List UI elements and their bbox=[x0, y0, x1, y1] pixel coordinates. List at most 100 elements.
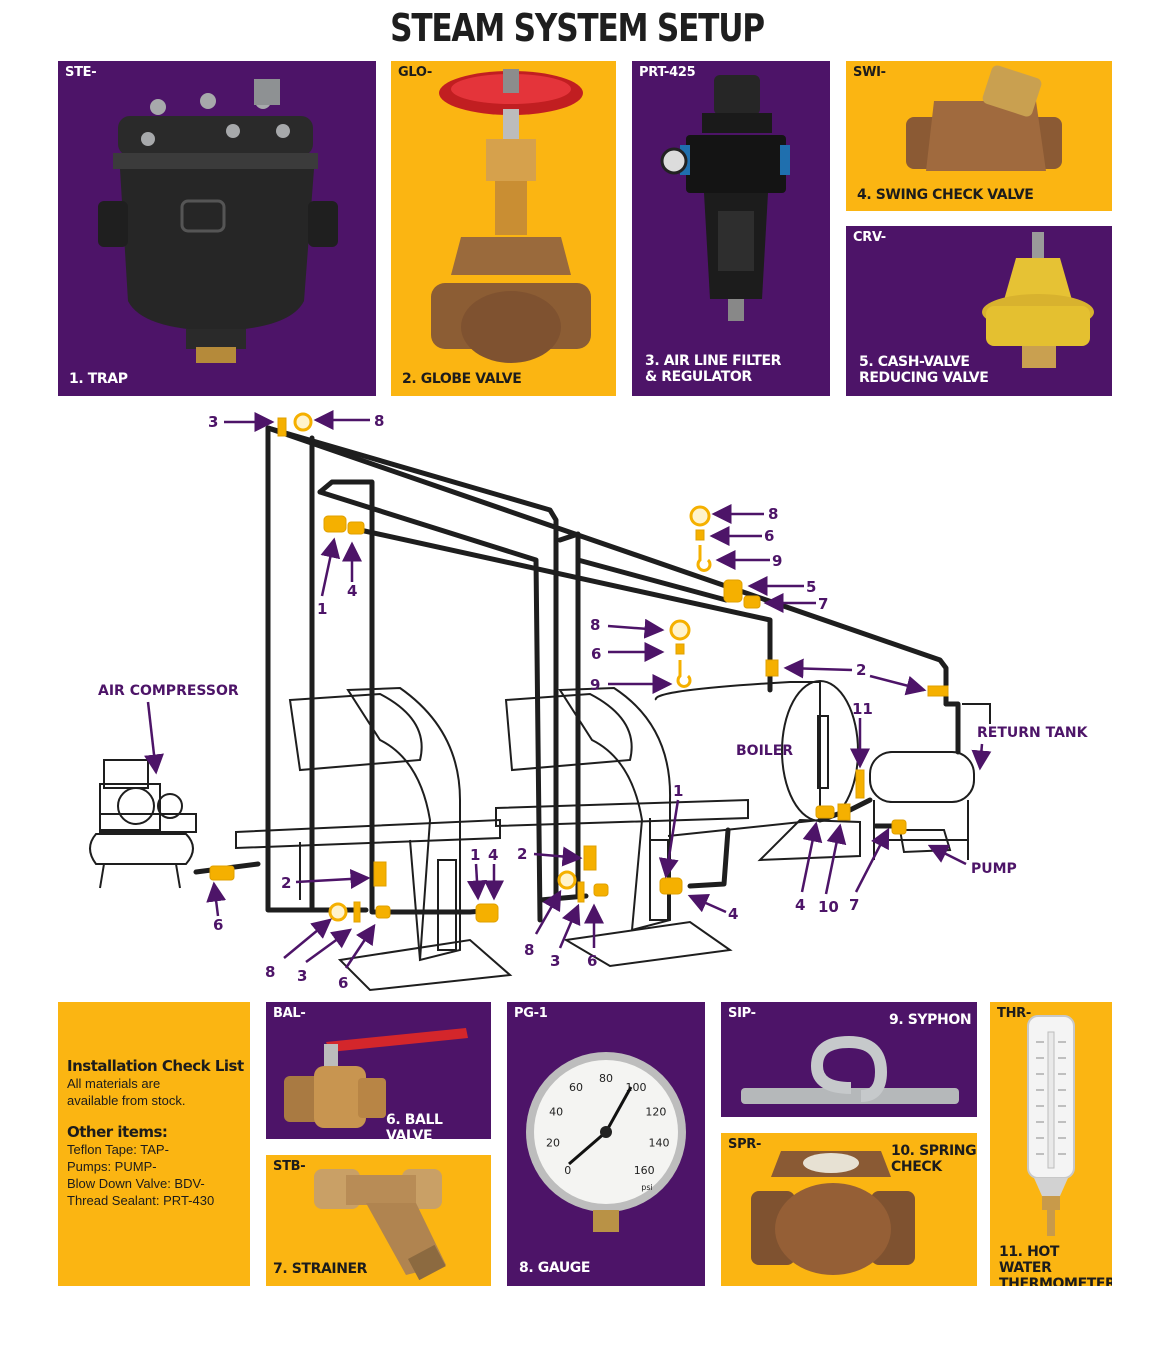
gauge-unit: psi bbox=[641, 1183, 652, 1192]
fittings bbox=[209, 412, 949, 923]
callout: 3 bbox=[297, 967, 307, 985]
swing-check-valve-icon bbox=[906, 65, 1062, 171]
label-line: & REGULATOR bbox=[645, 369, 752, 385]
product-code: SIP- bbox=[728, 1006, 756, 1021]
product-label: 11. HOT WATER THERMOMETER bbox=[999, 1244, 1112, 1286]
label-line: REDUCING VALVE bbox=[859, 370, 989, 386]
label-line: 5. CASH-VALVE bbox=[859, 354, 970, 370]
callout: 9 bbox=[772, 552, 782, 570]
callout-numbers: 3 8 1 4 8 6 9 5 7 8 6 9 2 2 11 6 2 1 4 2… bbox=[208, 412, 873, 992]
product-code: PRT-425 bbox=[639, 65, 696, 80]
product-label: 7. STRAINER bbox=[273, 1261, 368, 1277]
callout: 5 bbox=[806, 578, 816, 596]
other-item: Thread Sealant: PRT-430 bbox=[67, 1193, 215, 1208]
callout: 8 bbox=[374, 412, 384, 430]
label-line: 3. AIR LINE FILTER bbox=[645, 353, 781, 369]
callout: 2 bbox=[281, 874, 291, 892]
product-label: 8. GAUGE bbox=[519, 1260, 591, 1276]
callout: 1 bbox=[317, 600, 327, 618]
product-label: 5. CASH-VALVE REDUCING VALVE bbox=[859, 354, 989, 386]
air-filter-regulator-icon bbox=[660, 75, 790, 321]
product-code: SWI- bbox=[853, 65, 886, 80]
spring-check-valve-icon bbox=[751, 1151, 915, 1275]
panel-ball-valve: BAL- 6. BALL VALVE bbox=[266, 1002, 491, 1139]
callout: 3 bbox=[550, 952, 560, 970]
callout: 1 bbox=[470, 846, 480, 864]
gauge-dial-number: 120 bbox=[645, 1105, 666, 1118]
gauge-dial-number: 100 bbox=[626, 1081, 647, 1094]
product-label: 4. SWING CHECK VALVE bbox=[857, 187, 1034, 203]
steam-trap-icon bbox=[98, 79, 338, 363]
panel-trap: STE- 1. TRAP bbox=[58, 61, 376, 396]
callout: 1 bbox=[673, 782, 683, 800]
panel-reducing-valve: CRV- 5. CASH-VALVE REDUCING VALVE bbox=[846, 226, 1112, 396]
other-item: Blow Down Valve: BDV- bbox=[67, 1176, 205, 1191]
panel-thermometer: THR- 11. HOT WATER THERMOMETER bbox=[990, 1002, 1112, 1286]
callout: 7 bbox=[818, 595, 828, 613]
thermometer-icon bbox=[1027, 1015, 1075, 1236]
label-boiler: BOILER bbox=[736, 743, 793, 759]
label-return-tank: RETURN TANK bbox=[977, 725, 1089, 741]
gauge-dial-number: 40 bbox=[549, 1105, 563, 1118]
callout: 4 bbox=[488, 846, 498, 864]
label-line: 11. HOT WATER bbox=[999, 1244, 1060, 1276]
panel-syphon: SIP- 9. SYPHON bbox=[721, 1002, 977, 1117]
globe-valve-icon bbox=[431, 69, 591, 363]
product-code: THR- bbox=[997, 1006, 1031, 1021]
pipe-network bbox=[193, 425, 961, 923]
label-line: 10. SPRING bbox=[891, 1143, 977, 1159]
product-code: GLO- bbox=[398, 65, 432, 80]
gauge-dial-number: 0 bbox=[564, 1164, 571, 1177]
product-code: SPR- bbox=[728, 1137, 762, 1152]
checklist-panel: Installation Check List All materials ar… bbox=[58, 1002, 250, 1286]
other-items-heading: Other items: bbox=[67, 1123, 168, 1141]
checklist-text: available from stock. bbox=[67, 1093, 186, 1108]
callout: 11 bbox=[852, 700, 873, 718]
label-air-compressor: AIR COMPRESSOR bbox=[98, 683, 239, 699]
callout: 2 bbox=[856, 661, 866, 679]
callout-arrows bbox=[144, 410, 992, 969]
callout: 6 bbox=[213, 916, 223, 934]
panel-air-filter: PRT-425 3. AIR LINE FILTER & REGULATOR bbox=[632, 61, 830, 396]
product-code: STE- bbox=[65, 65, 97, 80]
checklist-heading: Installation Check List bbox=[67, 1057, 244, 1075]
label-line: THERMOMETER bbox=[999, 1276, 1112, 1286]
gauge-dial-number: 140 bbox=[649, 1137, 670, 1150]
callout: 8 bbox=[265, 963, 275, 981]
reducing-valve-icon bbox=[982, 232, 1094, 368]
checklist-text: All materials are bbox=[67, 1076, 161, 1091]
strainer-icon bbox=[314, 1169, 446, 1281]
product-label: 6. BALL VALVE bbox=[386, 1112, 443, 1139]
product-label: 1. TRAP bbox=[69, 371, 128, 387]
syphon-icon bbox=[741, 1035, 959, 1104]
callout: 8 bbox=[524, 941, 534, 959]
callout: 2 bbox=[517, 845, 527, 863]
callout: 6 bbox=[338, 974, 348, 992]
product-label: 3. AIR LINE FILTER & REGULATOR bbox=[645, 353, 781, 385]
callout: 10 bbox=[818, 898, 839, 916]
other-item: Teflon Tape: TAP- bbox=[67, 1142, 169, 1157]
product-label: 2. GLOBE VALVE bbox=[402, 371, 522, 387]
gauge-dial-number: 20 bbox=[546, 1137, 560, 1150]
callout: 4 bbox=[795, 896, 805, 914]
callout: 7 bbox=[849, 896, 859, 914]
panel-spring-check: SPR- 10. SPRING CHECK bbox=[721, 1133, 977, 1286]
gauge-dial-number: 80 bbox=[599, 1072, 613, 1085]
label-pump: PUMP bbox=[971, 861, 1017, 877]
callout: 8 bbox=[590, 616, 600, 634]
callout: 6 bbox=[764, 527, 774, 545]
ball-valve-icon bbox=[284, 1028, 468, 1128]
callout: 6 bbox=[591, 645, 601, 663]
gauge-dial-number: 160 bbox=[634, 1164, 655, 1177]
product-code: PG-1 bbox=[514, 1006, 548, 1021]
callout: 4 bbox=[728, 905, 738, 923]
page-title: STEAM SYSTEM SETUP bbox=[390, 6, 765, 50]
other-item: Pumps: PUMP- bbox=[67, 1159, 157, 1174]
callout: 9 bbox=[590, 676, 600, 694]
callout: 4 bbox=[347, 582, 357, 600]
product-code: CRV- bbox=[853, 230, 886, 245]
product-label: 10. SPRING CHECK bbox=[891, 1143, 977, 1175]
product-code: BAL- bbox=[273, 1006, 306, 1021]
